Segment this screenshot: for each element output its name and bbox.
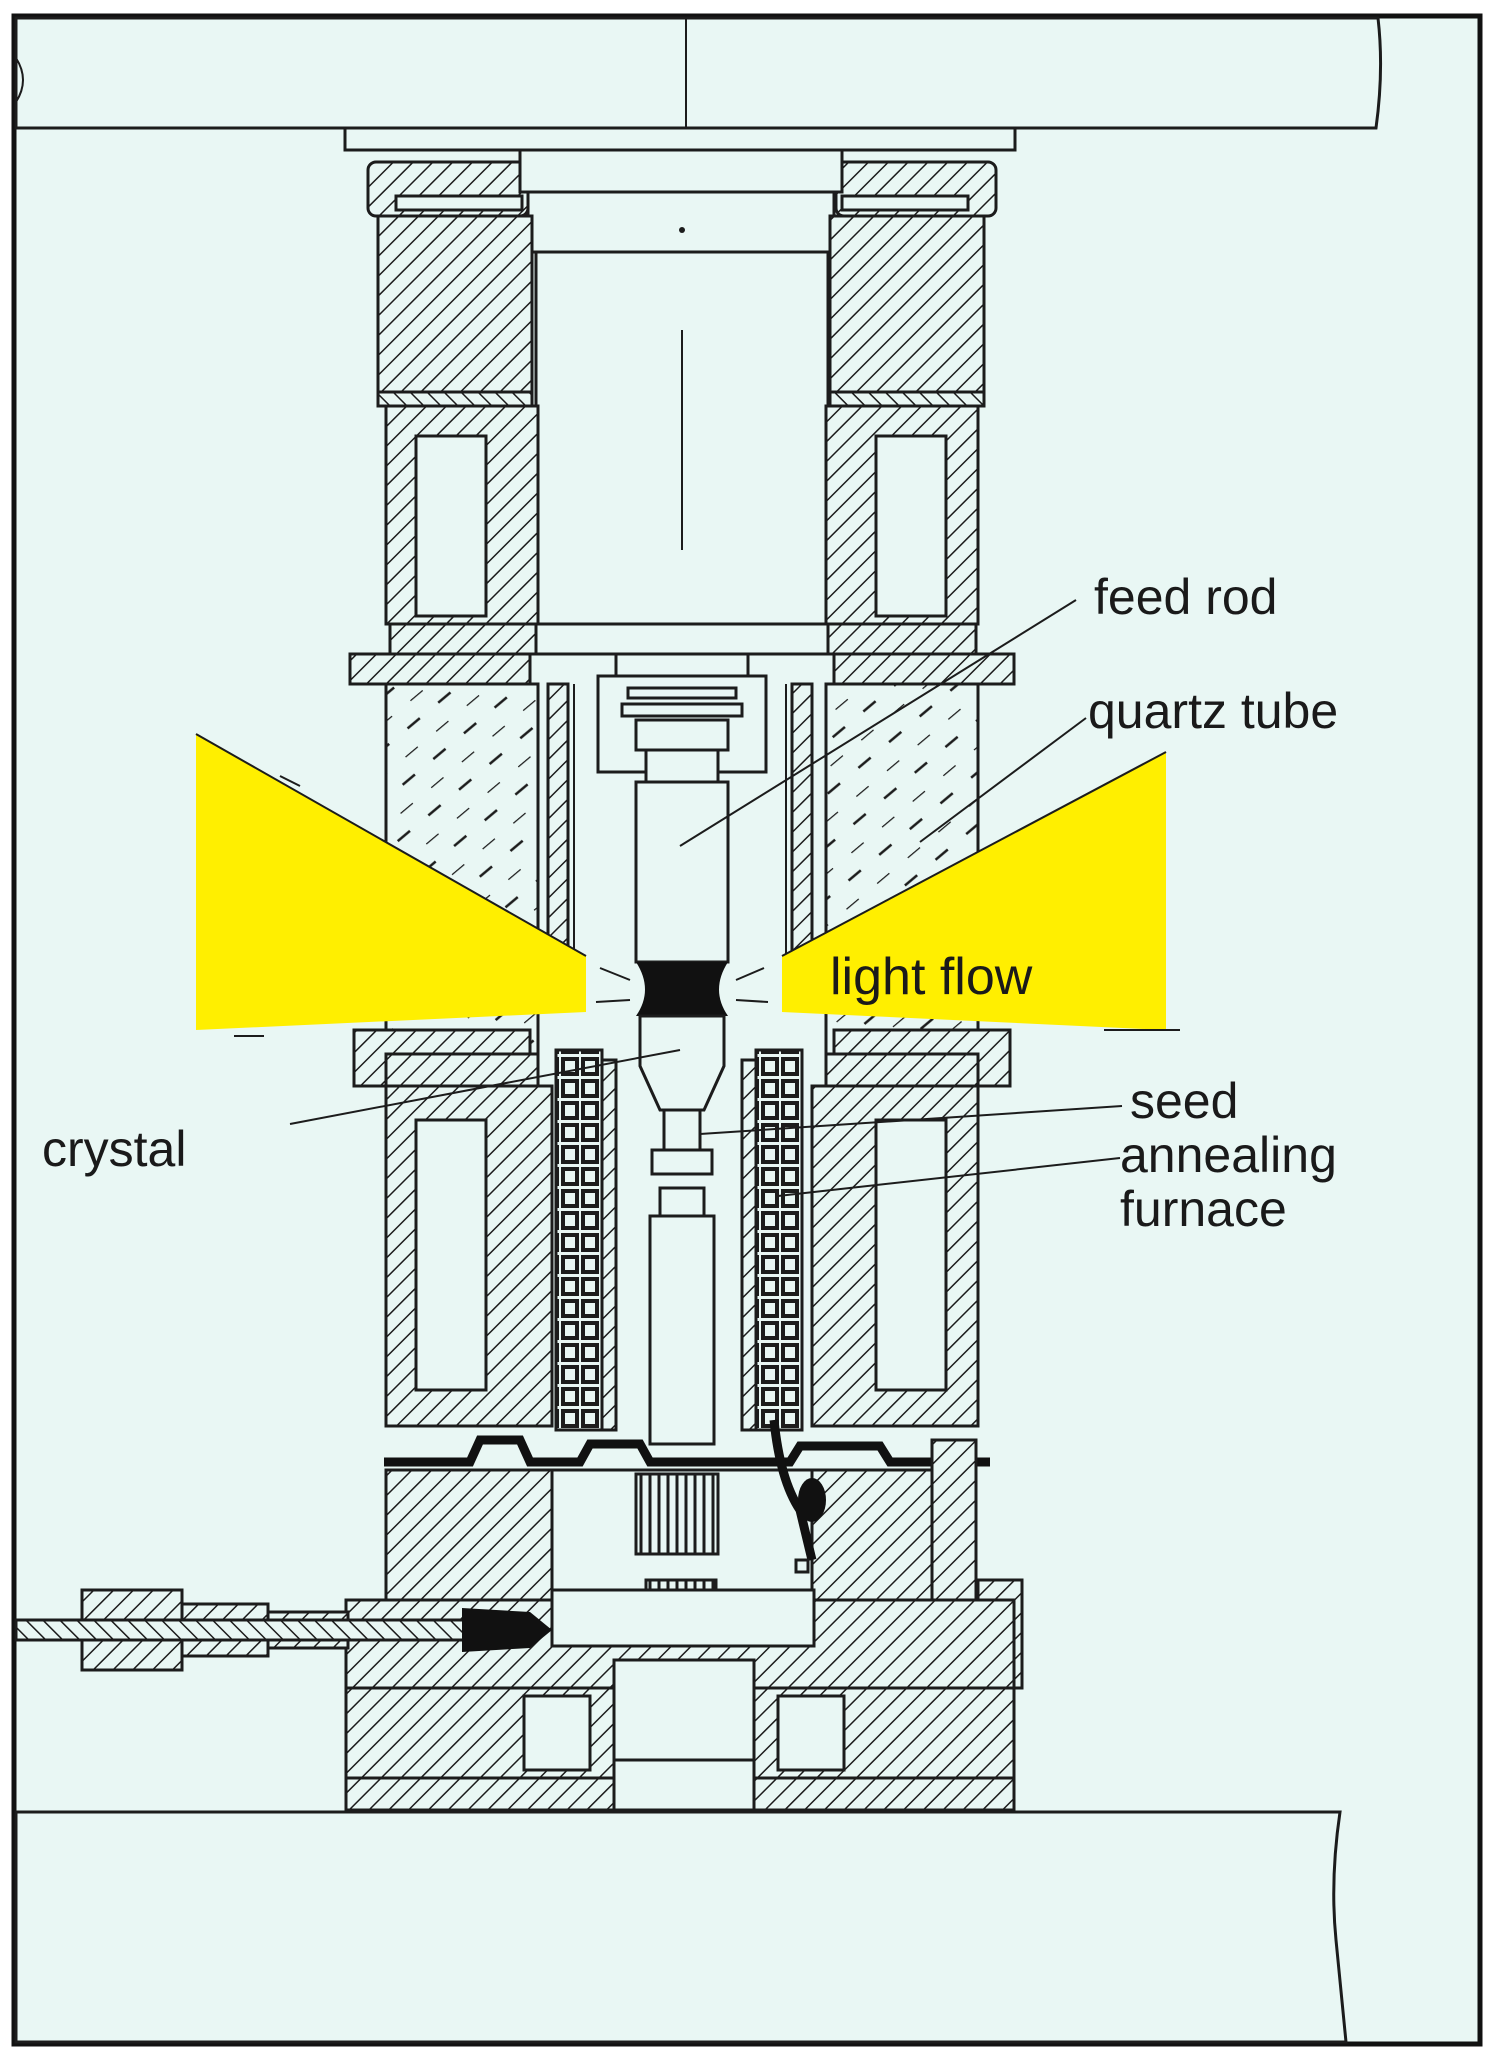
upper-window-block xyxy=(348,404,1016,686)
feed-rod xyxy=(634,780,730,964)
gasket xyxy=(384,1435,990,1467)
upper-flange xyxy=(366,148,998,254)
crystal-label: crystal xyxy=(42,1121,186,1177)
upper-chamber xyxy=(534,250,830,626)
feed-rod-holder xyxy=(596,652,768,964)
crystal xyxy=(638,1014,726,1112)
labels: feed rod quartz tube light flow crystal … xyxy=(42,569,1338,1237)
lower-flange xyxy=(352,1028,1012,1088)
light-beam-left xyxy=(196,734,586,1030)
light-flow-label: light flow xyxy=(830,948,1033,1006)
annealing-label: annealing xyxy=(1120,1127,1337,1183)
crystal-assembly xyxy=(638,1014,726,1446)
quartz-tube-leader xyxy=(919,717,1087,843)
feedthrough-pipe xyxy=(14,1588,552,1672)
bottom-base xyxy=(344,1588,1016,1812)
seed-label: seed xyxy=(1130,1073,1238,1129)
seed-leader xyxy=(699,1105,1123,1135)
light-beams xyxy=(195,733,1180,1037)
feed-rod-label: feed rod xyxy=(1094,569,1277,625)
leader-lines xyxy=(289,599,1123,1197)
upper-housing xyxy=(376,214,986,408)
crystal-leader xyxy=(289,1049,681,1125)
annealing-leader xyxy=(777,1157,1121,1197)
lower-housing xyxy=(384,1084,980,1428)
quartz-tube-label: quartz tube xyxy=(1088,683,1338,739)
top-plate xyxy=(14,16,1383,152)
bottom-plate xyxy=(14,1810,1348,2044)
furnace-label: furnace xyxy=(1120,1181,1287,1237)
molten-zone xyxy=(636,962,728,1016)
light-beam-right xyxy=(782,752,1166,1030)
feed-rod-leader xyxy=(679,599,1077,847)
